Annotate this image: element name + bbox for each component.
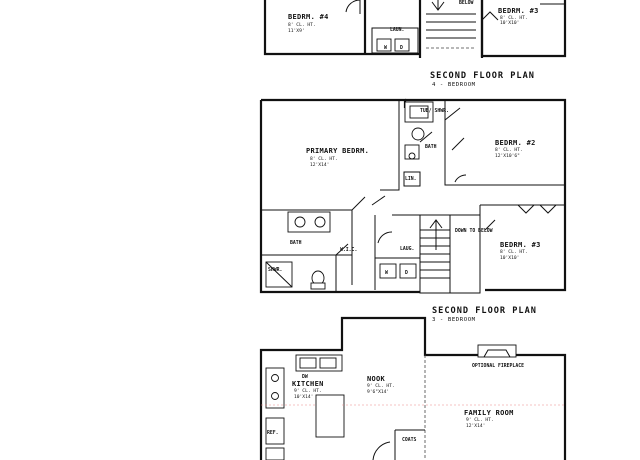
toilet-upper	[411, 127, 425, 141]
svg-text:LIN.: LIN.	[405, 176, 417, 182]
svg-text:DW: DW	[302, 374, 308, 380]
bedroom-4-label: BEDRM. #4	[288, 13, 329, 21]
plan-title-3br: SECOND FLOOR PLAN	[432, 306, 537, 316]
svg-text:12'X10'6": 12'X10'6"	[495, 153, 520, 159]
kitchen-island	[315, 394, 345, 438]
svg-text:W: W	[384, 45, 387, 51]
svg-text:10'X10': 10'X10'	[500, 20, 519, 26]
bath-lower-label: BATH	[290, 240, 302, 246]
coats-closet-label: COATS	[402, 437, 417, 443]
svg-text:10'X14': 10'X14'	[294, 394, 313, 400]
plan-title-4br: SECOND FLOOR PLAN	[430, 71, 535, 81]
svg-text:8' CL. HT.: 8' CL. HT.	[288, 22, 316, 28]
svg-text:11'X9': 11'X9'	[288, 28, 305, 34]
svg-text:SHWR.: SHWR.	[268, 267, 282, 273]
svg-text:9' CL. HT.: 9' CL. HT.	[466, 417, 494, 423]
nook-label: NOOK	[367, 375, 386, 383]
plan-subtitle-3br: 3 - BEDROOM	[432, 317, 476, 323]
svg-text:10'X10': 10'X10'	[500, 255, 519, 261]
stair-3br	[419, 214, 481, 294]
bedroom-2-label: BEDRM. #2	[495, 139, 536, 147]
svg-text:12'X14': 12'X14'	[466, 423, 485, 429]
svg-text:TUB/ SHWR.: TUB/ SHWR.	[420, 108, 449, 114]
stair-4br	[426, 0, 476, 49]
svg-text:8' CL. HT.: 8' CL. HT.	[500, 15, 528, 21]
wic-label: W.I.C.	[340, 247, 357, 253]
laundry-room-4br	[371, 27, 419, 54]
svg-text:12'X14': 12'X14'	[310, 162, 329, 168]
plan-main-floor: NOOK 9' CL. HT. 9'6"X14' KITCHEN 9' CL. …	[259, 316, 567, 460]
plan-subtitle-4br: 4 - BEDROOM	[432, 82, 476, 88]
fireplace-label: OPTIONAL FIREPLACE	[472, 363, 524, 369]
svg-text:8' CL. HT.: 8' CL. HT.	[500, 249, 528, 255]
svg-text:8' CL. HT.: 8' CL. HT.	[495, 147, 523, 153]
svg-text:D: D	[400, 45, 403, 51]
svg-text:9' CL. HT.: 9' CL. HT.	[367, 383, 395, 389]
svg-text:9' CL. HT.: 9' CL. HT.	[294, 388, 322, 394]
svg-text:9'6"X14': 9'6"X14'	[367, 389, 389, 395]
bedroom-3-label-3br: BEDRM. #3	[500, 241, 541, 249]
svg-text:REF.: REF.	[267, 430, 279, 436]
svg-text:BELOW: BELOW	[459, 0, 474, 6]
primary-bedroom-label: PRIMARY BEDRM.	[306, 147, 369, 155]
svg-text:D: D	[405, 270, 408, 276]
fireplace	[477, 344, 517, 358]
plan-3-bedroom: W D PRIMARY BEDRM. 8' CL. HT. 12'X14'	[259, 98, 567, 323]
kitchen-label: KITCHEN	[292, 380, 324, 388]
bath-upper-label: BATH	[425, 144, 437, 150]
bedroom-3-label-4br: BEDRM. #3	[498, 7, 539, 15]
svg-text:W: W	[385, 270, 388, 276]
laundry-label-4br: LAUN.	[390, 27, 404, 33]
plan-4-bedroom: W D BEDRM. #4 8' CL. HT. 11'X9' LAUN. BE…	[263, 0, 567, 88]
range	[265, 367, 285, 409]
family-room-label: FAMILY ROOM	[464, 409, 514, 417]
svg-text:DOWN TO BELOW: DOWN TO BELOW	[455, 228, 493, 234]
svg-text:8' CL. HT.: 8' CL. HT.	[310, 156, 338, 162]
laundry-label-3br: LAUG.	[400, 246, 414, 252]
